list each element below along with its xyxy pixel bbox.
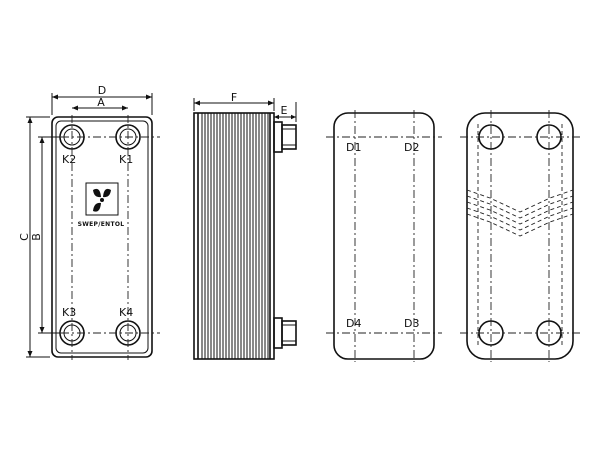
logo-box — [85, 182, 119, 216]
dim-c-label: C — [18, 233, 31, 241]
side-view: F E — [193, 91, 297, 360]
dimension-c: C — [18, 116, 50, 358]
label-d4: D4 — [346, 317, 361, 330]
chevron-line — [466, 207, 574, 231]
dim-e-label: E — [281, 104, 288, 117]
label-d3: D3 — [404, 317, 419, 330]
connection-top — [273, 121, 297, 153]
label-k2: K2 — [62, 153, 76, 166]
back-view: D1 D2 D4 D3 — [326, 110, 442, 362]
dimension-d: D — [51, 84, 153, 115]
dim-a-label: A — [97, 96, 105, 109]
label-k3: K3 — [62, 306, 76, 319]
back-plate-outline — [333, 112, 435, 360]
front-plate-outline — [51, 116, 153, 358]
dim-f-label: F — [231, 91, 237, 104]
chevron-line — [466, 189, 574, 213]
pattern-plate-outline — [466, 112, 574, 360]
side-fins — [201, 113, 269, 359]
front-plate-inner — [55, 120, 149, 354]
label-d2: D2 — [404, 141, 419, 154]
chevron-line — [466, 195, 574, 219]
plate-pattern-view — [460, 110, 580, 362]
dimension-e: E — [274, 102, 297, 122]
chevron-pattern — [466, 189, 574, 237]
dimension-b: B — [30, 136, 60, 334]
label-k1: K1 — [119, 153, 133, 166]
label-d1: D1 — [346, 141, 361, 154]
logo-text: SWEP/ENTOL — [78, 221, 125, 228]
front-view: SWEP/ENTOL K2 K1 K3 K4 D A C — [18, 84, 160, 360]
side-body-outline — [193, 112, 275, 360]
dimension-f: F — [193, 91, 275, 111]
connection-bottom — [273, 317, 297, 349]
dim-d-label: D — [98, 84, 106, 97]
logo-mark: SWEP/ENTOL — [78, 182, 125, 228]
chevron-line — [466, 213, 574, 237]
label-k4: K4 — [119, 306, 133, 319]
dim-b-label: B — [30, 233, 43, 241]
dimension-a: A — [72, 96, 128, 111]
chevron-line — [466, 201, 574, 225]
